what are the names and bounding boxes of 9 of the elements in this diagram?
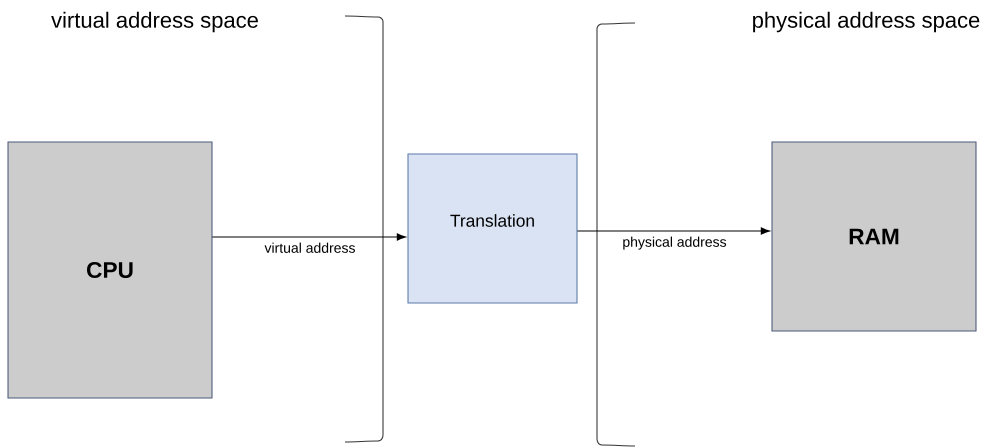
component-box: RAM xyxy=(771,141,977,332)
component-box: CPU xyxy=(7,141,213,399)
edge-label: virtual address xyxy=(263,241,357,254)
process-box: Translation xyxy=(407,153,578,304)
arrow xyxy=(577,227,770,235)
edge-label: physical address xyxy=(621,235,728,251)
heading: physical address space xyxy=(753,12,980,32)
arrow xyxy=(212,233,406,241)
heading: virtual address space xyxy=(51,12,258,32)
